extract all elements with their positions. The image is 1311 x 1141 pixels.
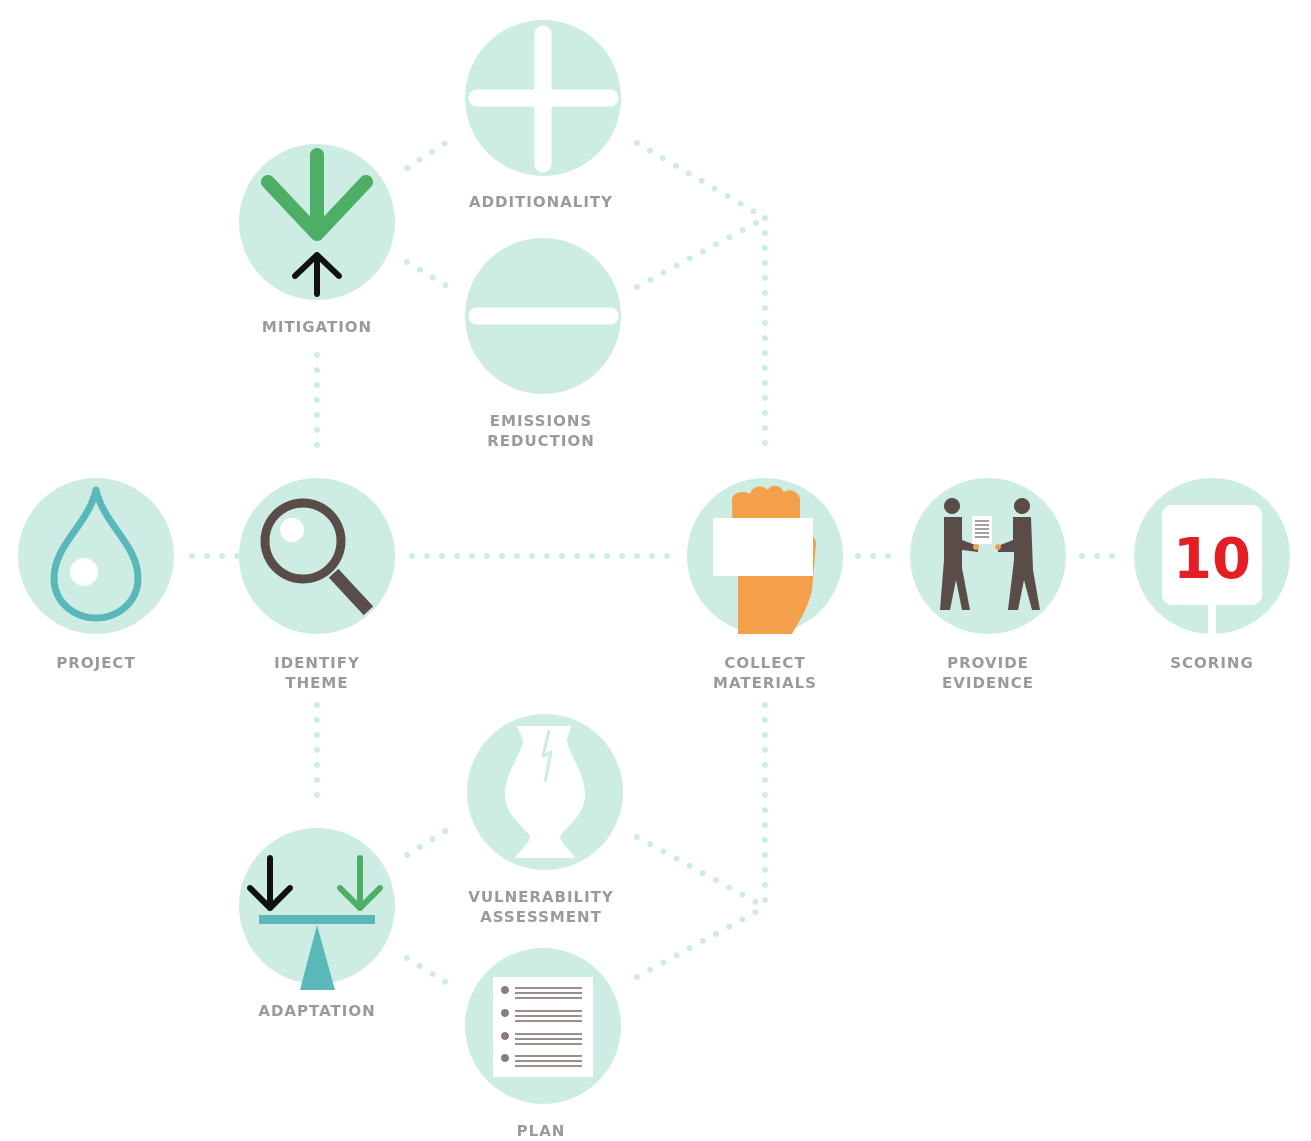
people-exchanging-document-icon (940, 498, 1040, 610)
project-label: PROJECT (56, 654, 135, 672)
connector-emissions-junction (634, 215, 768, 290)
water-drop-icon (50, 486, 142, 622)
connector-additionality-junction (634, 140, 768, 221)
node-additionality: ADDITIONALITY (465, 20, 621, 211)
connector-adaptation-plan (404, 955, 453, 988)
scoring-label: SCORING (1170, 654, 1254, 672)
score-value: 10 (1173, 527, 1251, 592)
additionality-label: ADDITIONALITY (469, 193, 613, 211)
node-project: PROJECT (18, 478, 174, 672)
adaptation-circle (239, 828, 395, 984)
node-adaptation: ADAPTATION (239, 828, 395, 1020)
mitigation-label: MITIGATION (262, 318, 372, 336)
node-mitigation: MITIGATION (239, 144, 395, 336)
connector-mitigation-additionality (404, 137, 453, 171)
node-plan: PLAN (465, 948, 621, 1140)
magnifying-glass-icon (260, 498, 374, 616)
connector-mitigation-emissions (404, 259, 453, 291)
cracked-vase-icon (505, 726, 585, 858)
document-list-icon (493, 977, 593, 1077)
converging-arrows-icon (261, 148, 373, 297)
score-card-icon: 10 (1162, 505, 1262, 636)
adaptation-label: ADAPTATION (258, 1002, 375, 1020)
plan-label: PLAN (517, 1122, 566, 1140)
balance-scale-icon (247, 855, 383, 990)
connector-plan-junction (634, 904, 768, 980)
connector-adaptation-vulnerability (404, 825, 453, 858)
plus-icon (468, 25, 619, 173)
connectors (189, 137, 1129, 988)
node-scoring: 10 SCORING (1134, 478, 1290, 672)
connector-vulnerability-junction (634, 834, 768, 910)
provide-evidence-circle (910, 478, 1066, 634)
hand-holding-card-icon (713, 485, 816, 634)
